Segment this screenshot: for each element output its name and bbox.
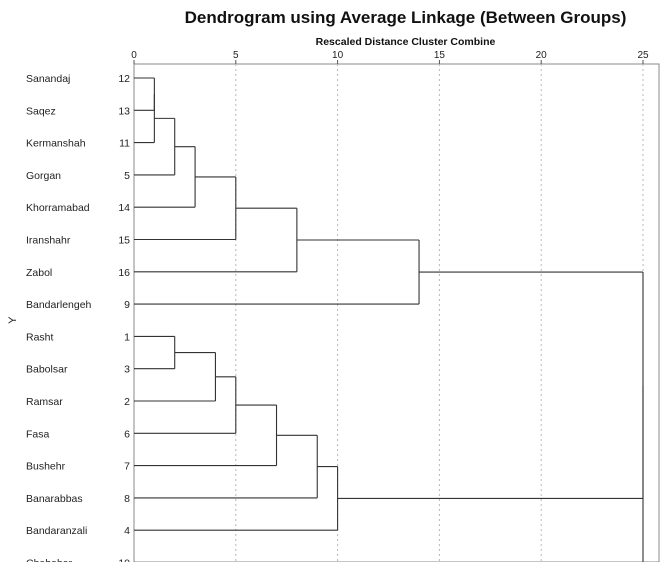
- x-tick-label: 5: [233, 50, 239, 61]
- leaf-case-number: 8: [124, 493, 130, 505]
- x-tick-label: 20: [536, 50, 548, 61]
- leaf-label: Iranshahr: [26, 235, 71, 247]
- leaf-label: Kermanshah: [26, 138, 86, 150]
- leaf-case-number: 2: [124, 396, 130, 408]
- x-tick-label: 25: [637, 50, 649, 61]
- plot-area: [133, 63, 660, 562]
- leaf-case-number: 5: [124, 170, 130, 182]
- leaf-case-number: 15: [118, 235, 130, 247]
- leaf-label: Babolsar: [26, 364, 68, 376]
- leaf-label: Sanandaj: [26, 73, 70, 85]
- leaf-label: Saqez: [26, 105, 56, 117]
- chart-title: Dendrogram using Average Linkage (Betwee…: [184, 8, 627, 27]
- leaf-label: Bandaranzali: [26, 525, 87, 537]
- leaf-case-number: 7: [124, 461, 130, 473]
- leaf-label: Chabahar: [26, 558, 73, 562]
- leaf-label: Banarabbas: [26, 493, 83, 505]
- leaf-case-number: 14: [118, 202, 130, 214]
- leaf-label: Rasht: [26, 331, 54, 343]
- y-axis-label: Y: [7, 316, 19, 324]
- leaf-case-number: 4: [124, 525, 130, 537]
- leaf-case-number: 11: [119, 138, 130, 150]
- x-tick-label: 10: [332, 50, 344, 61]
- leaf-case-number: 10: [118, 558, 130, 562]
- leaf-case-number: 12: [118, 73, 130, 85]
- leaf-label: Ramsar: [26, 396, 63, 408]
- leaf-label: Bushehr: [26, 461, 66, 473]
- leaf-label: Bandarlengeh: [26, 299, 92, 311]
- x-tick-label: 15: [434, 50, 446, 61]
- leaf-case-number: 13: [118, 105, 130, 117]
- x-tick-label: 0: [131, 50, 137, 61]
- leaf-case-number: 9: [124, 299, 130, 311]
- leaf-label: Khorramabad: [26, 202, 90, 214]
- chart-subtitle: Rescaled Distance Cluster Combine: [315, 36, 496, 48]
- leaf-case-number: 6: [124, 428, 130, 440]
- leaf-case-number: 16: [118, 267, 130, 279]
- leaf-label: Fasa: [26, 428, 50, 440]
- leaf-case-number: 1: [124, 331, 130, 343]
- leaf-label: Gorgan: [26, 170, 61, 182]
- leaf-case-number: 3: [124, 364, 130, 376]
- leaf-label: Zabol: [26, 267, 52, 279]
